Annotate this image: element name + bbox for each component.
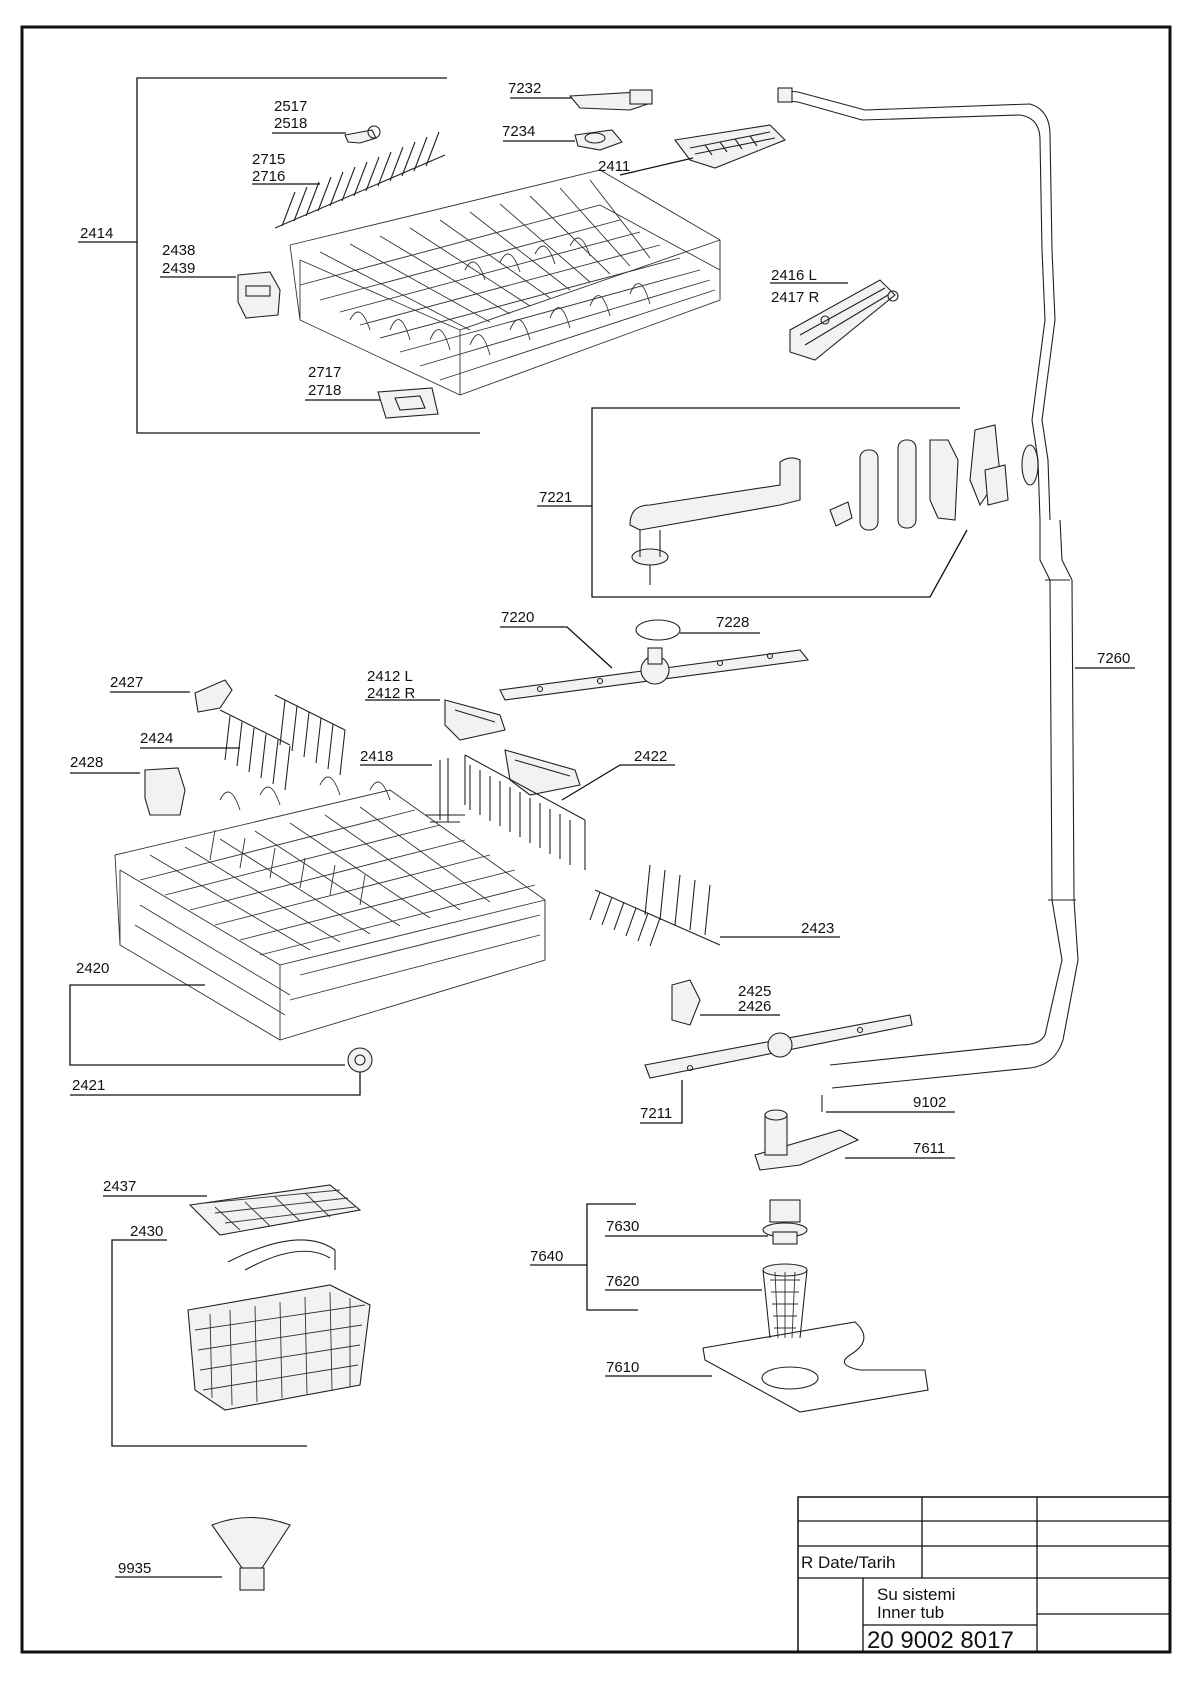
label-2430: 2430 [130, 1223, 163, 1240]
lower-basket [114, 776, 546, 1041]
label-7220: 7220 [501, 609, 534, 626]
label-2411: 2411 [598, 158, 630, 175]
part-2517-clip [344, 125, 381, 144]
label-7234: 7234 [502, 123, 535, 140]
label-2716: 2716 [252, 168, 285, 185]
label-9935: 9935 [118, 1560, 151, 1577]
part-2416-rail [789, 279, 899, 361]
drawing-frame [20, 25, 1172, 1654]
label-2425: 2425 [738, 983, 771, 1000]
part-7630-coarse-filter [762, 1199, 808, 1245]
label-2437: 2437 [103, 1178, 136, 1195]
part-2411-rail [674, 124, 786, 169]
part-2421-wheel [347, 1047, 373, 1073]
label-7640: 7640 [530, 1248, 563, 1265]
label-2423: 2423 [801, 920, 834, 937]
label-7630: 7630 [606, 1218, 639, 1235]
part-2717-clip [377, 387, 439, 419]
part-7211-spray-arm [644, 1014, 913, 1079]
title-block-r-date: R Date/Tarih [801, 1553, 895, 1572]
part-2428-handle [144, 767, 186, 816]
title-block-title-en: Inner tub [877, 1603, 944, 1622]
label-2715: 2715 [252, 151, 285, 168]
label-2414: 2414 [80, 225, 113, 242]
inset-7221 [537, 407, 1009, 598]
label-7228: 7228 [716, 614, 749, 631]
label-2421: 2421 [72, 1077, 105, 1094]
label-2717: 2717 [308, 364, 341, 381]
part-2418 [425, 758, 465, 823]
part-7232 [568, 89, 653, 111]
label-7610: 7610 [606, 1359, 639, 1376]
part-9935-funnel [211, 1516, 291, 1591]
label-2412-r: 2412 R [367, 685, 416, 702]
label-2417: 2417 R [771, 289, 820, 306]
part-2427-clip [194, 679, 233, 713]
label-2428: 2428 [70, 754, 103, 771]
label-7611: 7611 [913, 1140, 945, 1157]
upper-basket-group [78, 77, 721, 434]
part-7610-filter-plate [702, 1321, 929, 1413]
label-2517: 2517 [274, 98, 307, 115]
label-9102: 9102 [913, 1094, 946, 1111]
title-block: R Date/Tarih Su sistemi Inner tub 20 900… [797, 1496, 1171, 1654]
part-2437-cover [188, 1184, 362, 1236]
part-2425 [671, 979, 701, 1026]
label-7221: 7221 [539, 489, 572, 506]
part-2412-rails [444, 699, 581, 796]
label-2426: 2426 [738, 998, 771, 1015]
label-2424: 2424 [140, 730, 173, 747]
label-7211: 7211 [640, 1105, 672, 1122]
label-2416: 2416 L [771, 267, 817, 284]
part-labels: 2414 2517 2518 2715 2716 2438 2439 2717 … [70, 80, 1130, 1577]
part-7220-spray-arm [499, 647, 810, 701]
title-block-title-tr: Su sistemi [877, 1585, 955, 1604]
part-2438-handle [237, 271, 281, 319]
label-2422: 2422 [634, 748, 667, 765]
label-2518: 2518 [274, 115, 307, 132]
label-2427: 2427 [110, 674, 143, 691]
part-7228-oring [635, 619, 681, 641]
label-7232: 7232 [508, 80, 541, 97]
label-2439: 2439 [162, 260, 195, 277]
part-2715-tines [274, 131, 446, 229]
part-2422-rack [464, 754, 586, 870]
title-block-drawing-no: 20 9002 8017 [867, 1627, 1014, 1654]
part-2430-cutlery-basket [187, 1239, 371, 1411]
part-7260-pipe [777, 87, 1079, 1089]
part-7620-fine-filter [762, 1263, 808, 1339]
upper-basket [289, 169, 721, 396]
label-2418: 2418 [360, 748, 393, 765]
part-2423-tines [589, 864, 721, 947]
label-7620: 7620 [606, 1273, 639, 1290]
part-2424-tines [219, 694, 346, 791]
label-7260: 7260 [1097, 650, 1130, 667]
part-7234 [574, 129, 623, 151]
part-7611-sump [754, 1109, 860, 1171]
label-2412-l: 2412 L [367, 668, 413, 685]
label-2718: 2718 [308, 382, 341, 399]
label-2420: 2420 [76, 960, 109, 977]
label-2438: 2438 [162, 242, 195, 259]
